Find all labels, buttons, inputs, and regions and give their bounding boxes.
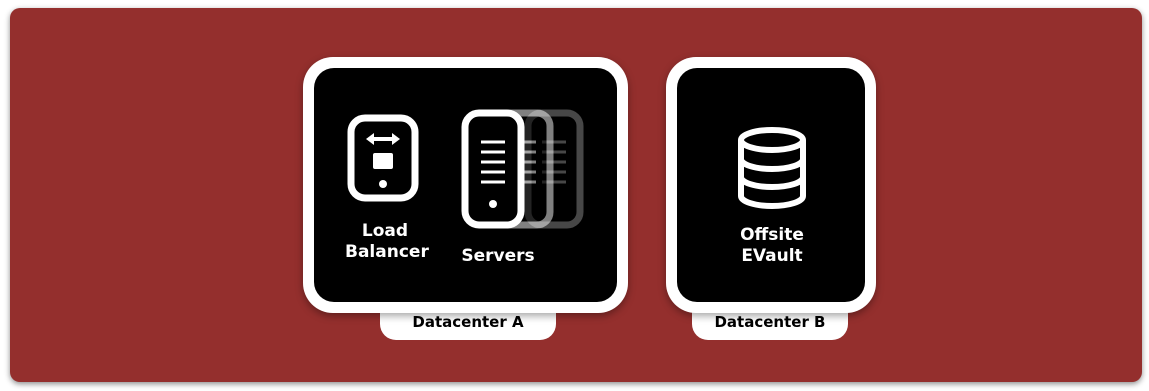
datacenter-a-box bbox=[303, 57, 628, 313]
server-icon bbox=[461, 109, 584, 229]
load-balancer-icon bbox=[347, 114, 419, 202]
datacenter-b-box bbox=[666, 57, 876, 313]
servers-label: Servers bbox=[461, 246, 535, 266]
evault-label: Offsite EVault bbox=[740, 225, 804, 266]
datacenter-b-title: Datacenter B bbox=[714, 313, 826, 331]
database-icon bbox=[738, 127, 806, 209]
load-balancer-label: Load Balancer bbox=[345, 221, 429, 262]
datacenter-a-title: Datacenter A bbox=[412, 313, 524, 331]
